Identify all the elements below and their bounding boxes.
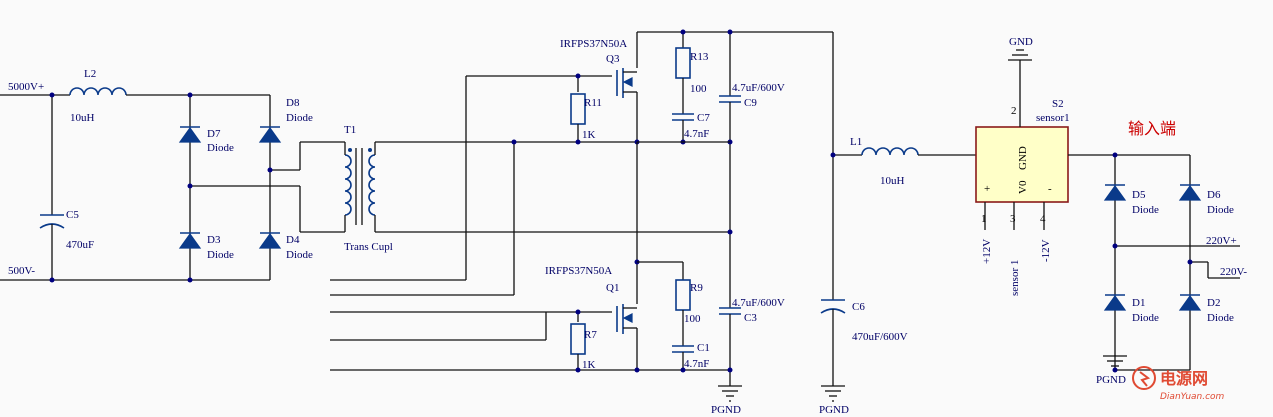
label-d8: D8 [286,97,300,109]
label-c6: C6 [852,301,865,313]
label-pgnd-1: PGND [711,404,741,416]
label-gnd: GND [1009,36,1033,48]
label-s2: S2 [1052,98,1064,110]
label-q1: Q1 [606,282,619,294]
label-t1-type: Trans Cupl [344,241,393,253]
label-l1-value: 10uH [880,175,905,187]
label-input-end: 输入端 [1128,119,1176,138]
label-d1: D1 [1132,297,1145,309]
label-pgnd-3: PGND [1096,374,1126,386]
pgnd-symbol-1 [718,385,742,402]
watermark-title: 电源网 [1160,369,1208,388]
label-c3: C3 [744,312,757,324]
pin-1: 1 [981,213,987,225]
label-q3-part: IRFPS37N50A [560,38,627,50]
label-c6-value: 470uF/600V [852,331,908,343]
label-c1-value: 4.7nF [684,358,709,370]
ic-v0-pin: V0 [1017,180,1029,194]
input-section [0,87,270,283]
ic-plus: + [984,183,990,195]
ic-gnd-pin: GND [1017,146,1029,170]
label-r9-value: 100 [684,313,701,325]
label-d8-type: Diode [286,112,313,124]
ic-minus: - [1048,183,1052,195]
watermark-logo: 电源网 DianYuan.com [1132,366,1225,402]
label-sensor-1: sensor 1 [1009,260,1021,296]
label-c9: C9 [744,97,757,109]
label-l2-value: 10uH [70,112,95,124]
label-d7: D7 [207,128,221,140]
label-220v-plus: 220V+ [1206,235,1237,247]
label-t1: T1 [344,124,356,136]
mosfet-q1 [570,142,694,373]
label-r11-value: 1K [582,129,596,141]
transformer-t1 [299,141,730,233]
label-d6: D6 [1207,189,1221,201]
label-minus12v: -12V [1040,239,1052,262]
label-r9: R9 [690,282,703,294]
label-c9-value: 4.7uF/600V [732,82,785,94]
label-r7-value: 1K [582,359,596,371]
label-d2-type: Diode [1207,312,1234,324]
bridge-rectifier-2 [1103,152,1240,373]
label-d5-type: Diode [1132,204,1159,216]
label-r7: R7 [584,329,597,341]
label-d1-type: Diode [1132,312,1159,324]
label-d3-type: Diode [207,249,234,261]
label-c7: C7 [697,112,710,124]
label-c1: C1 [697,342,710,354]
watermark-url: DianYuan.com [1160,392,1225,402]
sensor-ic-s2 [975,49,1190,230]
label-c7-value: 4.7nF [684,128,709,140]
output-filter [820,32,976,402]
label-d4-type: Diode [286,249,313,261]
mosfet-q3 [570,29,833,145]
label-c5: C5 [66,209,79,221]
label-d2: D2 [1207,297,1220,309]
label-d5: D5 [1132,189,1146,201]
label-pgnd-2: PGND [819,404,849,416]
label-c5-value: 470uF [66,239,94,251]
label-c3-value: 4.7uF/600V [732,297,785,309]
label-d7-type: Diode [207,142,234,154]
label-r13: R13 [690,51,709,63]
label-220v-minus: 220V- [1220,266,1247,278]
pin-4: 4 [1040,213,1046,225]
label-l2: L2 [84,68,96,80]
pin-2: 2 [1011,105,1017,117]
label-5000v: 5000V+ [8,81,44,93]
pin-3: 3 [1010,213,1016,225]
label-d6-type: Diode [1207,204,1234,216]
label-q1-part: IRFPS37N50A [545,265,612,277]
bridge-rectifier-1 [178,92,300,283]
label-plus12v: +12V [981,239,993,264]
label-d4: D4 [286,234,300,246]
label-500v-minus: 500V- [8,265,35,277]
capacitor-column [637,29,741,386]
label-r13-value: 100 [690,83,707,95]
label-d3: D3 [207,234,221,246]
gate-drive-lines [330,75,730,371]
label-l1: L1 [850,136,862,148]
label-r11: R11 [584,97,602,109]
label-q3: Q3 [606,53,620,65]
label-s2-type: sensor1 [1036,112,1070,124]
